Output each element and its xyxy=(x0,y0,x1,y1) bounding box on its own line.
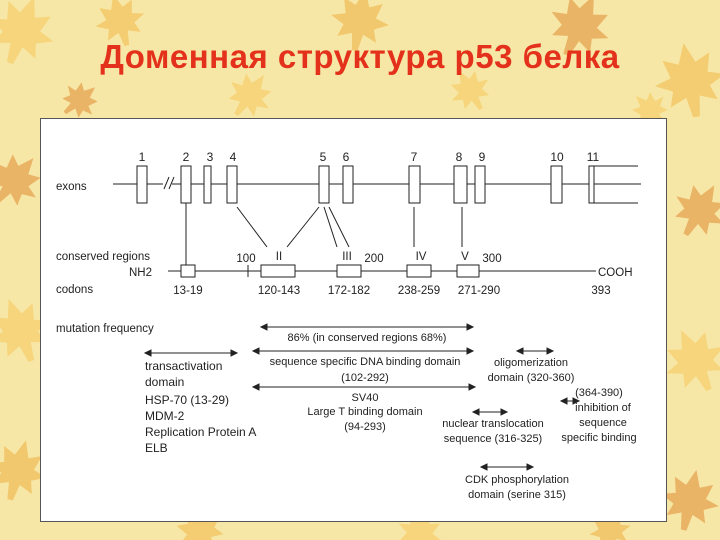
terminus-c: COOH xyxy=(598,267,633,279)
exon-box-11 xyxy=(588,165,595,204)
exon-box-7 xyxy=(408,165,421,204)
exon-track xyxy=(113,165,641,204)
codon-mark-200: 200 xyxy=(364,253,383,265)
row-label-codons: codons xyxy=(56,284,93,296)
exon-label-5: 5 xyxy=(320,150,327,164)
binder-hsp70: HSP-70 (13-29) xyxy=(145,393,229,407)
conserved-box-V xyxy=(456,264,480,278)
inhibition-label-2: inhibition of xyxy=(575,402,632,414)
exon-label-11: 11 xyxy=(587,150,600,164)
exon-box-4 xyxy=(226,165,238,204)
conserved-box-II xyxy=(260,264,296,278)
oligomerization-label-1: oligomerization xyxy=(494,357,568,369)
codon-label-238-259: 238-259 xyxy=(398,285,440,297)
exon-box-9 xyxy=(474,165,486,204)
exon-label-7: 7 xyxy=(411,150,418,164)
codon-mark-300: 300 xyxy=(482,253,501,265)
conserved-label-II: II xyxy=(276,251,282,263)
row-label-exons: exons xyxy=(56,181,87,193)
codon-label-13-19: 13-19 xyxy=(173,285,202,297)
protein-track xyxy=(168,264,596,278)
exon-connectors xyxy=(185,203,463,265)
binder-rpa: Replication Protein A xyxy=(145,425,256,439)
conserved-box-IV xyxy=(406,264,432,278)
nuclear-translocation-label-1: nuclear translocation xyxy=(442,418,544,430)
nuclear-translocation-label-2: sequence (316-325) xyxy=(444,433,542,445)
exon-box-6 xyxy=(342,165,354,204)
dna-binding-label-2: (102-292) xyxy=(341,372,389,384)
codon-label-172-182: 172-182 xyxy=(328,285,370,297)
inhibition-label-3: sequence xyxy=(579,417,627,429)
exon-box-2 xyxy=(180,165,192,204)
p53-domain-diagram: exons 1 2 3 4 5 6 7 8 9 10 11 xyxy=(56,150,641,501)
range-arrows xyxy=(143,323,581,471)
conserved-label-IV: IV xyxy=(416,251,427,263)
sv40-label-2: Large T binding domain xyxy=(307,406,422,418)
oligomerization-label-2: domain (320-360) xyxy=(488,372,575,384)
exon-box-8 xyxy=(453,165,468,204)
exon-label-3: 3 xyxy=(207,150,214,164)
cdk-label-1: CDK phosphorylation xyxy=(465,474,569,486)
binder-mdm2: MDM-2 xyxy=(145,409,185,423)
sv40-label-3: (94-293) xyxy=(344,421,386,433)
codon-label-120-143: 120-143 xyxy=(258,285,300,297)
conserved-label-V: V xyxy=(461,251,469,263)
exon-label-1: 1 xyxy=(139,150,146,164)
codon-label-271-290: 271-290 xyxy=(458,285,500,297)
dna-binding-label-1: sequence specific DNA binding domain xyxy=(270,356,461,368)
codon-label-393: 393 xyxy=(591,285,610,297)
inhibition-label-1: (364-390) xyxy=(575,387,623,399)
slide-title: Доменная структура р53 белка xyxy=(100,38,620,75)
sv40-label-1: SV40 xyxy=(352,392,379,404)
row-label-conserved-regions: conserved regions xyxy=(56,251,150,263)
conserved-box-III xyxy=(336,264,362,278)
conserved-label-III: III xyxy=(342,251,352,263)
exon-box-1 xyxy=(136,165,148,204)
exon-box-3 xyxy=(203,165,212,204)
exon-boxes xyxy=(136,165,595,204)
diagram-panel: exons 1 2 3 4 5 6 7 8 9 10 11 xyxy=(40,118,667,522)
transactivation-label-2: domain xyxy=(145,375,184,389)
exon-label-9: 9 xyxy=(479,150,486,164)
mutation-frequency-text: 86% (in conserved regions 68%) xyxy=(288,332,447,344)
exon-box-10 xyxy=(550,165,563,204)
exon-label-8: 8 xyxy=(456,150,463,164)
transactivation-label-1: transactivation xyxy=(145,359,222,373)
cdk-label-2: domain (serine 315) xyxy=(468,489,566,501)
row-label-mutation-frequency: mutation frequency xyxy=(56,323,154,335)
exon-label-6: 6 xyxy=(343,150,350,164)
codon-mark-100: 100 xyxy=(236,253,255,265)
exon-box-5 xyxy=(318,165,330,204)
exon-label-4: 4 xyxy=(230,150,237,164)
inhibition-label-4: specific binding xyxy=(561,432,636,444)
exon-label-2: 2 xyxy=(183,150,190,164)
binder-elb: ELB xyxy=(145,441,168,455)
exon-label-10: 10 xyxy=(550,150,564,164)
terminus-n: NH2 xyxy=(129,267,152,279)
codon-box-13-19 xyxy=(180,264,196,278)
